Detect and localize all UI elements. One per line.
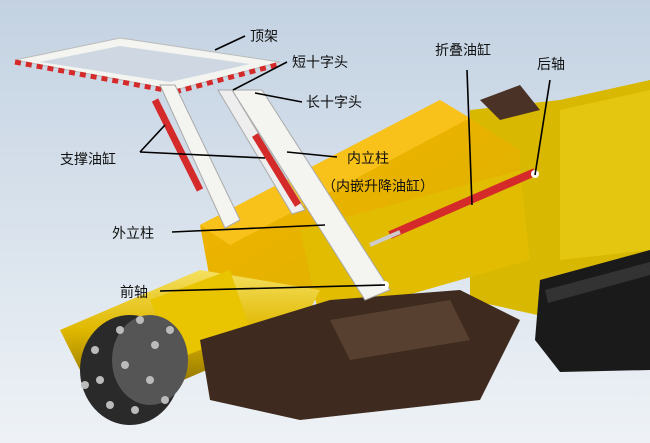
leader-lines	[139, 35, 551, 292]
label-folding-cylinder: 折叠油缸	[435, 42, 491, 59]
top-frame	[14, 37, 281, 95]
crawler-track	[535, 250, 650, 372]
folding-cylinder	[388, 168, 537, 239]
label-top-frame: 顶架	[250, 29, 278, 45]
label-inner-column: 内立柱	[347, 151, 389, 167]
support-cylinders	[151, 98, 539, 289]
label-outer-column: 外立柱	[112, 226, 154, 242]
label-support-cylinder: 支撑油缸	[60, 151, 116, 168]
shovel-plate	[200, 290, 520, 420]
label-rear-axle: 后轴	[537, 57, 565, 73]
label-inner-column-note: （内嵌升降油缸）	[322, 178, 434, 195]
label-short-cross-head: 短十字头	[292, 55, 348, 71]
label-long-cross-head: 长十字头	[306, 95, 362, 111]
cutter-head	[80, 315, 188, 425]
label-front-axle: 前轴	[120, 284, 148, 301]
